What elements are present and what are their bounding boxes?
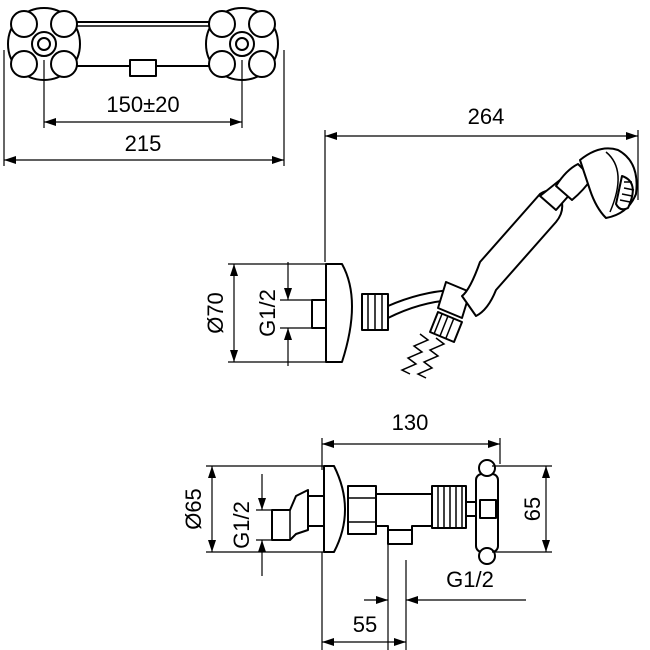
- dim-valve-outlet-thread: G1/2: [446, 567, 494, 592]
- mixer-top-view: 150±20 215: [3, 7, 285, 166]
- dim-valve-inlet-thread: G1/2: [229, 501, 254, 549]
- dim-valve-length: 130: [392, 410, 429, 435]
- shower-handle: [461, 189, 564, 317]
- dim-shower-flange-diameter: Ø70: [203, 292, 228, 334]
- dim-shower-thread: G1/2: [255, 289, 280, 337]
- valve-body: [375, 493, 433, 533]
- valve-side-view: 130: [181, 410, 552, 650]
- valve-cross-handle: [475, 459, 499, 565]
- dim-valve-flange-diameter: Ø65: [181, 488, 206, 530]
- right-handle-cross: [205, 7, 279, 81]
- valve-flange: [323, 465, 346, 553]
- dim-center-distance: 150±20: [106, 92, 179, 117]
- dim-overall-width: 215: [125, 131, 162, 156]
- hand-shower-view: 264: [203, 104, 639, 379]
- dim-valve-outlet-offset: 55: [353, 612, 377, 637]
- dim-valve-height: 65: [520, 497, 545, 521]
- shower-wall-flange: [325, 263, 353, 363]
- dim-shower-length: 264: [468, 104, 505, 129]
- left-handle-cross: [7, 7, 81, 81]
